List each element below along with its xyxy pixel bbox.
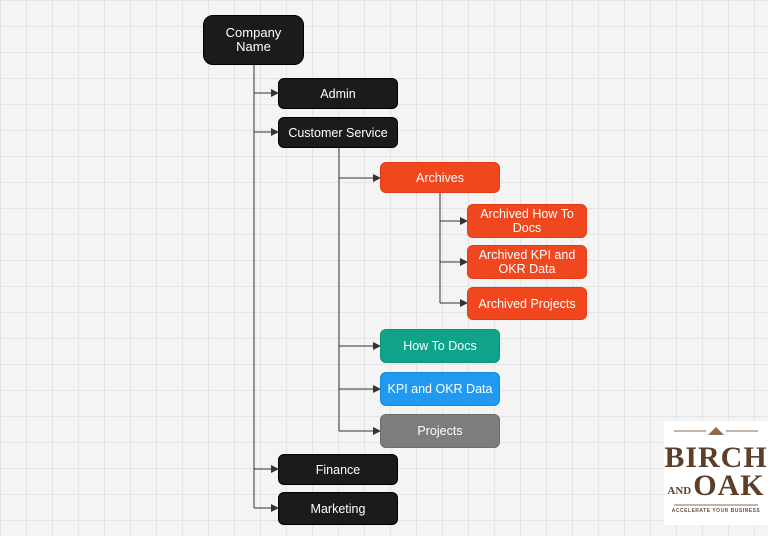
logo-oak-text: OAK — [693, 469, 765, 502]
node-admin[interactable]: Admin — [278, 78, 398, 109]
node-customer-service[interactable]: Customer Service — [278, 117, 398, 148]
node-finance[interactable]: Finance — [278, 454, 398, 485]
node-archived-projects[interactable]: Archived Projects — [467, 287, 587, 320]
node-marketing[interactable]: Marketing — [278, 492, 398, 525]
node-archived-how-to-docs[interactable]: Archived How To Docs — [467, 204, 587, 238]
logo-and-text: AND — [667, 485, 692, 498]
node-projects[interactable]: Projects — [380, 414, 500, 448]
node-archived-kpi-okr-data[interactable]: Archived KPI and OKR Data — [467, 245, 587, 279]
birch-and-oak-logo: BIRCH ANDOAK ACCELERATE YOUR BUSINESS — [664, 421, 768, 525]
node-how-to-docs[interactable]: How To Docs — [380, 329, 500, 363]
logo-tagline: ACCELERATE YOUR BUSINESS — [671, 508, 761, 514]
node-company-name[interactable]: Company Name — [203, 15, 304, 65]
node-archives[interactable]: Archives — [380, 162, 500, 193]
logo-mountain-icon — [674, 427, 758, 506]
logo-and-oak-line: ANDOAK — [664, 471, 768, 506]
node-kpi-okr-data[interactable]: KPI and OKR Data — [380, 372, 500, 406]
logo-birch-text: BIRCH — [664, 441, 768, 474]
